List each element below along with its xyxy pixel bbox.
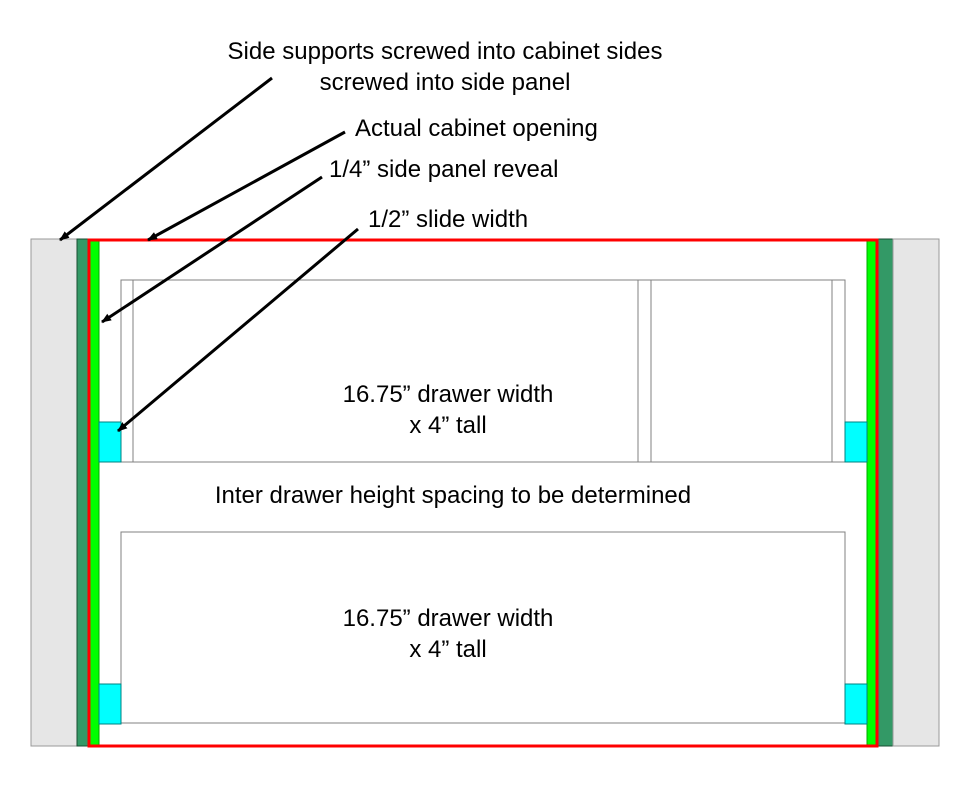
top-drawer-label-line2: x 4” tall (409, 412, 486, 439)
side-panel-reveal-arrow (101, 175, 323, 324)
right-side-support (876, 238, 894, 747)
left-top-slide (98, 421, 122, 463)
bottom-drawer-box (120, 531, 846, 724)
right-cabinet-side (892, 238, 940, 747)
top-drawer-box (120, 279, 846, 463)
slide-width-arrow (117, 227, 359, 433)
cabinet-opening-label: Actual cabinet opening (355, 115, 598, 142)
side-supports-arrow (59, 76, 273, 242)
cabinet-opening-outline (87, 238, 879, 748)
bottom-drawer-label-line2: x 4” tall (409, 636, 486, 663)
top-drawer-label-line1: 16.75” drawer width (343, 381, 554, 408)
bottom-drawer-label-line1: 16.75” drawer width (343, 605, 554, 632)
inter-drawer-spacing-label: Inter drawer height spacing to be determ… (215, 482, 691, 509)
right-bottom-slide (844, 683, 868, 725)
right-top-slide (844, 421, 868, 463)
side-supports-label-line1: Side supports screwed into cabinet sides (228, 38, 663, 65)
side-panel-reveal-label: 1/4” side panel reveal (329, 156, 558, 183)
left-side-support (76, 238, 90, 747)
side-supports-label-line2: screwed into side panel (320, 69, 571, 96)
top-drawer (120, 279, 846, 463)
left-cabinet-side (30, 238, 78, 747)
cabinet-opening-arrow (147, 130, 346, 242)
left-bottom-slide (98, 683, 122, 725)
slide-width-label: 1/2” slide width (368, 206, 528, 233)
